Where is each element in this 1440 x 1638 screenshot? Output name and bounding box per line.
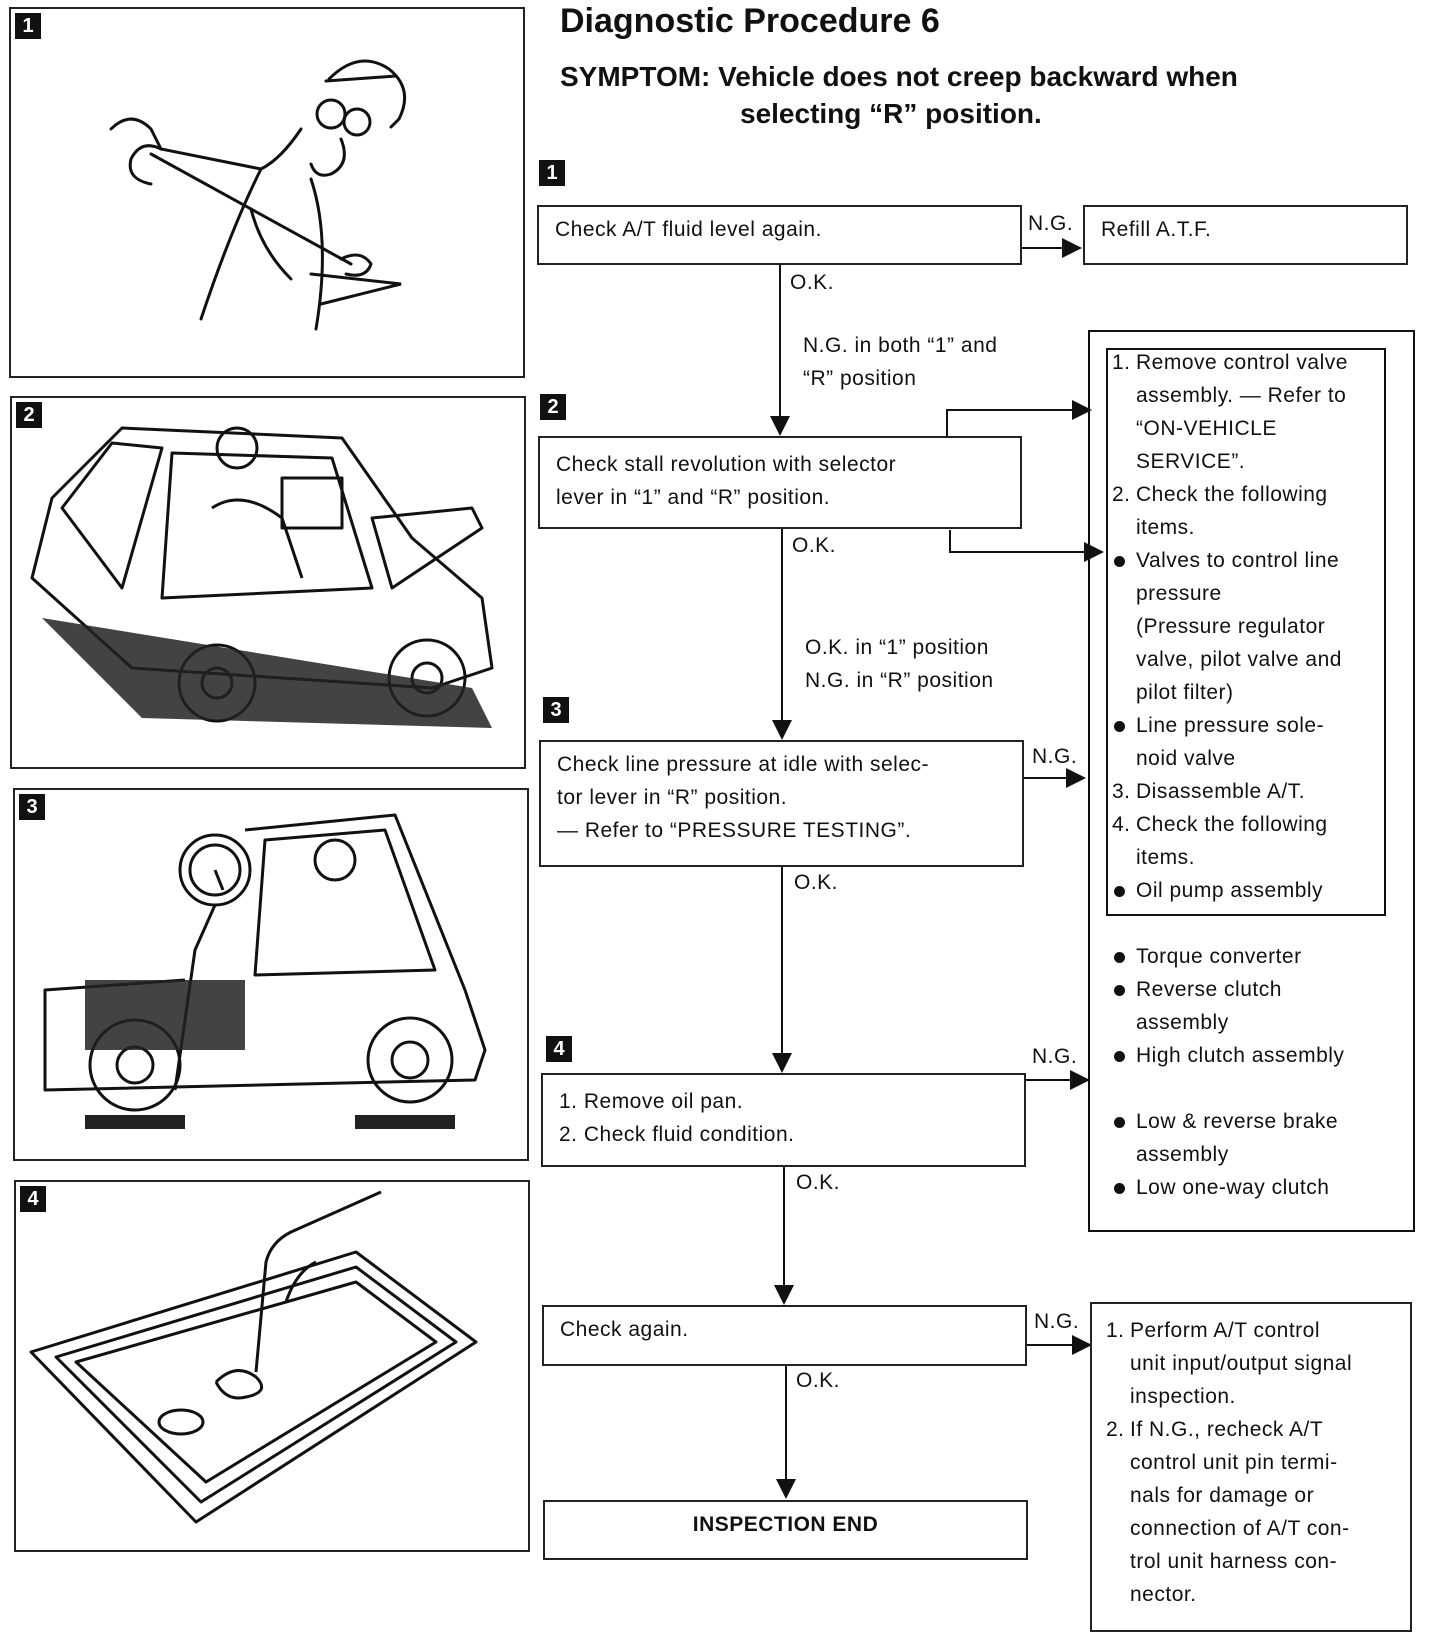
step-2-line-2: lever in “1” and “R” position. <box>556 486 831 509</box>
bullet-icon <box>1114 886 1125 897</box>
illustration-panel-1: 1 <box>9 7 525 378</box>
refill-text: Refill A.T.F. <box>1101 218 1212 241</box>
step-3-line-1: Check line pressure at idle with selec- <box>557 753 929 776</box>
refill-box: Refill A.T.F. <box>1083 205 1408 265</box>
repair-item: assembly <box>1136 1143 1229 1166</box>
step-number-1: 1 <box>539 160 565 186</box>
repair-item: (Pressure regulator <box>1136 615 1326 638</box>
repair-bullet-item: Low one-way clutch <box>1108 1171 1388 1204</box>
ok1-ngr-line-2: N.G. in “R” position <box>805 669 994 692</box>
step-number-2: 2 <box>540 394 566 420</box>
bullet-icon <box>1114 556 1125 567</box>
step-1-text: Check A/T fluid level again. <box>555 218 822 241</box>
repair-bullet-item: Torque converter <box>1108 940 1388 973</box>
repair-item: 4.Check the following <box>1112 813 1328 836</box>
final-item: nector. <box>1130 1583 1197 1606</box>
ok-label-4: O.K. <box>796 1171 841 1194</box>
final-item: inspection. <box>1130 1385 1236 1408</box>
step-3-box: Check line pressure at idle with selec- … <box>539 740 1024 867</box>
inspection-end-text: INSPECTION END <box>692 1513 879 1536</box>
repair-item: pressure <box>1136 582 1222 605</box>
illustration-panel-4: 4 <box>14 1180 530 1552</box>
repair-inner-frame <box>1106 348 1386 916</box>
repair-item: valve, pilot valve and <box>1136 648 1342 671</box>
ok-label-3: O.K. <box>794 871 839 894</box>
illustration-panel-2: 2 <box>10 396 526 769</box>
ok1-ngr-line-1: O.K. in “1” position <box>805 636 989 659</box>
repair-item: assembly <box>1136 1011 1229 1034</box>
ng-label-5: N.G. <box>1034 1310 1080 1333</box>
ok-label-5: O.K. <box>796 1369 841 1392</box>
final-item: connection of A/T con- <box>1130 1517 1350 1540</box>
bullet-icon <box>1114 1117 1125 1128</box>
page-title: Diagnostic Procedure 6 <box>560 2 940 40</box>
symptom-text: SYMPTOM: Vehicle does not creep backward… <box>560 58 1238 132</box>
final-item: 2.If N.G., recheck A/T <box>1106 1418 1324 1441</box>
repair-item: pilot filter) <box>1136 681 1234 704</box>
bullet-icon <box>1114 1051 1125 1062</box>
final-item: unit input/output signal <box>1130 1352 1353 1375</box>
repair-bullet-item: Reverse clutch <box>1108 973 1388 1006</box>
ok-label-1: O.K. <box>790 271 835 294</box>
ng-both-line-2: “R” position <box>803 367 917 390</box>
step-number-3: 3 <box>543 697 569 723</box>
ok-label-2: O.K. <box>792 534 837 557</box>
final-check-box <box>1090 1302 1412 1632</box>
step-5-text: Check again. <box>560 1318 689 1341</box>
car-stall-test-icon <box>30 426 494 728</box>
repair-item: 1.Remove control valve <box>1112 351 1348 374</box>
illustration-panel-3: 3 <box>13 788 529 1161</box>
repair-item: 2.Check the following <box>1112 483 1328 506</box>
repair-bullet-item: Oil pump assembly <box>1108 874 1388 907</box>
bullet-icon <box>1114 721 1125 732</box>
step-1-box: Check A/T fluid level again. <box>537 205 1022 265</box>
step-4-line-2: 2. Check fluid condition. <box>559 1123 795 1146</box>
repair-item: noid valve <box>1136 747 1236 770</box>
ng-label-3: N.G. <box>1032 745 1078 768</box>
step-4-line-1: 1. Remove oil pan. <box>559 1090 744 1113</box>
repair-bullet-item: Valves to control line <box>1108 544 1388 577</box>
final-item: control unit pin termi- <box>1130 1451 1338 1474</box>
repair-bullet-item: High clutch assembly <box>1108 1039 1388 1072</box>
bullet-icon <box>1114 952 1125 963</box>
panel-number-2: 2 <box>16 402 42 428</box>
step-4-box: 1. Remove oil pan. 2. Check fluid condit… <box>541 1073 1026 1167</box>
final-check-list: 1.Perform A/T control unit input/output … <box>1102 1314 1402 1611</box>
ng-label-1: N.G. <box>1028 212 1074 235</box>
step-5-box: Check again. <box>542 1305 1027 1366</box>
repair-item: SERVICE”. <box>1136 450 1246 473</box>
repair-outer-frame <box>1088 330 1415 1232</box>
step-number-4: 4 <box>546 1036 572 1062</box>
bullet-icon <box>1114 1183 1125 1194</box>
repair-item: 3.Disassemble A/T. <box>1112 780 1306 803</box>
repair-procedure-list: 1.Remove control valve assembly. — Refer… <box>1108 346 1388 1204</box>
oil-pan-inspection-icon <box>29 1190 478 1524</box>
final-item: trol unit harness con- <box>1130 1550 1338 1573</box>
panel-number-3: 3 <box>19 794 45 820</box>
ng-both-line-1: N.G. in both “1” and <box>803 334 998 357</box>
panel-number-1: 1 <box>15 13 41 39</box>
repair-item: items. <box>1136 846 1196 869</box>
final-item: nals for damage or <box>1130 1484 1315 1507</box>
panel-number-4: 4 <box>20 1186 46 1212</box>
bullet-icon <box>1114 985 1125 996</box>
repair-bullet-item: Line pressure sole- <box>1108 709 1388 742</box>
inspection-end-box: INSPECTION END <box>543 1500 1028 1560</box>
step-3-line-3: — Refer to “PRESSURE TESTING”. <box>557 819 912 842</box>
repair-item: items. <box>1136 516 1196 539</box>
car-pressure-gauge-icon <box>43 813 487 1129</box>
repair-item: “ON-VEHICLE <box>1136 417 1277 440</box>
step-3-line-2: tor lever in “R” position. <box>557 786 788 809</box>
step-2-line-1: Check stall revolution with selector <box>556 453 897 476</box>
symptom-line-2: selecting “R” position. <box>740 98 1042 129</box>
repair-item: assembly. — Refer to <box>1136 384 1347 407</box>
final-item: 1.Perform A/T control <box>1106 1319 1321 1342</box>
ng-label-4: N.G. <box>1032 1045 1078 1068</box>
step-2-box: Check stall revolution with selector lev… <box>538 436 1022 529</box>
repair-bullet-item: Low & reverse brake <box>1108 1105 1388 1138</box>
symptom-line-1: SYMPTOM: Vehicle does not creep backward… <box>560 61 1238 92</box>
mechanic-checking-dipstick-icon <box>109 59 407 331</box>
